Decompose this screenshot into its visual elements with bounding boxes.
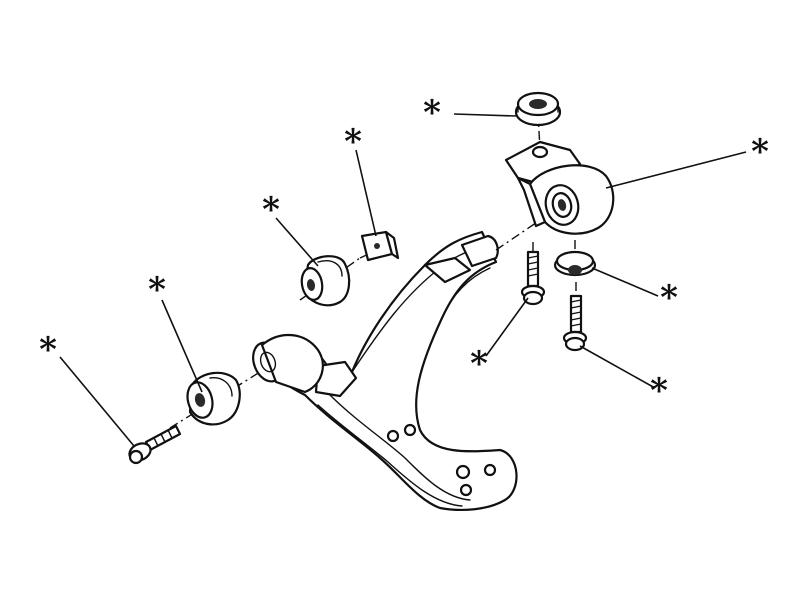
washer-rear-part [553, 250, 597, 277]
callout-clip-nut: * [344, 122, 362, 162]
callout-washer-top: * [423, 93, 441, 133]
bolt-rear-right-part [562, 294, 588, 352]
callout-bolt-front-left: * [39, 330, 57, 370]
washer-top-part [514, 91, 562, 127]
bolt-front [128, 424, 182, 465]
clip-nut-part [360, 230, 400, 262]
callout-bolt-rear-right: * [650, 371, 668, 411]
callout-bush-front-small: * [262, 190, 280, 230]
callout-washer-rear: * [660, 278, 678, 318]
bolt-rear-left-part [520, 250, 546, 306]
callout-rear-bracket-bush: * [751, 132, 769, 172]
rear-bracket-part [504, 140, 615, 235]
bush-front-small-part [300, 255, 351, 307]
bush-front-large-part [186, 371, 241, 426]
callout-bolt-rear-left: * [470, 344, 488, 384]
leader-lines [59, 113, 747, 447]
control-arm [252, 230, 518, 512]
callout-bush-front-large: * [148, 270, 166, 310]
